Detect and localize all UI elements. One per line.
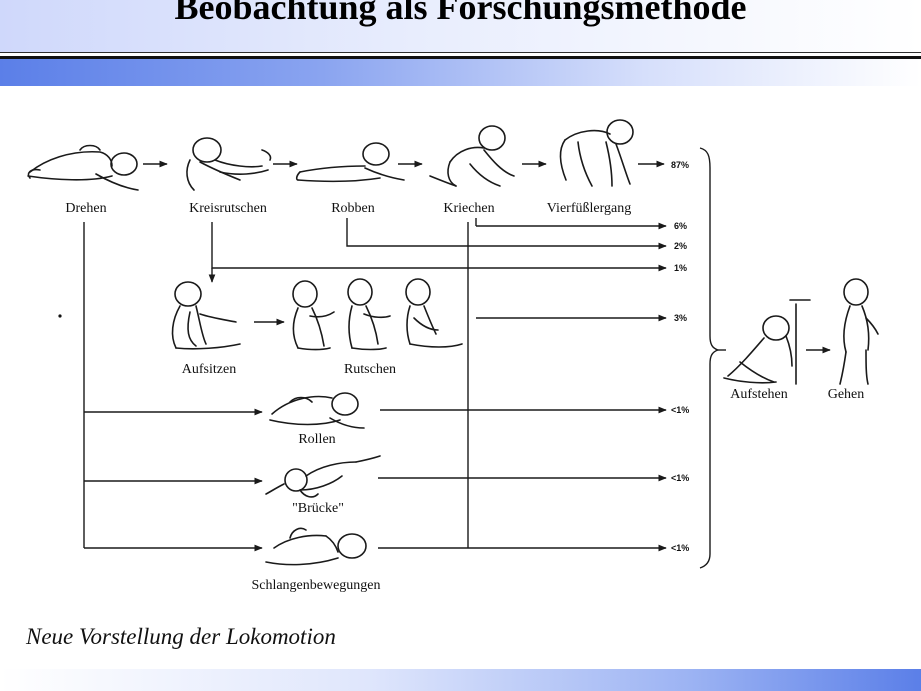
slide-caption: Neue Vorstellung der Lokomotion: [26, 624, 336, 649]
label-robben: Robben: [331, 201, 375, 216]
baby-rollen-illustration: [269, 392, 365, 429]
baby-schlangen-illustration: [265, 527, 367, 566]
title-bar: Beobachtung als Forschungsmethode: [0, 0, 921, 52]
collecting-brace: [699, 147, 721, 569]
label-drehen: Drehen: [65, 201, 106, 216]
label-kreisrutschen: Kreisrutschen: [189, 201, 267, 216]
title-rule-thin: [0, 52, 921, 53]
label-bruecke: "Brücke": [292, 501, 344, 516]
baby-aufstehen-illustration: [723, 299, 811, 385]
pct-rutschen: 3%: [674, 313, 687, 323]
baby-kreisrutschen-illustration: [186, 137, 272, 191]
label-gehen: Gehen: [828, 387, 865, 402]
baby-vierfuesslergang-illustration: [559, 119, 634, 187]
pct-rollen: <1%: [671, 405, 689, 415]
pct-kreisrutschen: 1%: [674, 263, 687, 273]
baby-drehen-illustration: [27, 144, 139, 191]
baby-robben-illustration: [295, 142, 405, 183]
baby-aufsitzen-illustration: [171, 281, 241, 350]
label-rollen: Rollen: [298, 432, 335, 447]
label-vierfuesslergang: Vierfüßlergang: [547, 201, 631, 216]
label-aufsitzen: Aufsitzen: [182, 362, 236, 377]
title-rule-thick: [0, 56, 921, 59]
baby-gehen-illustration: [839, 278, 879, 385]
baby-rutschen-illustration: [292, 278, 463, 351]
label-kriechen: Kriechen: [443, 201, 494, 216]
pct-kriechen: 6%: [674, 221, 687, 231]
label-aufstehen: Aufstehen: [730, 387, 788, 402]
label-rutschen: Rutschen: [344, 362, 396, 377]
pct-bruecke: <1%: [671, 473, 689, 483]
pct-schlangen: <1%: [671, 543, 689, 553]
stray-dot: [58, 314, 62, 318]
header-gradient-band: [0, 59, 921, 86]
pct-robben: 2%: [674, 241, 687, 251]
slide-title: Beobachtung als Forschungsmethode: [174, 0, 747, 27]
footer-gradient-band: [0, 669, 921, 691]
arrow-kreisrutschen-1: [211, 222, 667, 272]
baby-bruecke-illustration: [265, 455, 381, 498]
baby-kriechen-illustration: [429, 125, 515, 187]
pct-vierfuesslergang: 87%: [671, 160, 689, 170]
arrow-robben-2: [346, 218, 667, 250]
label-schlangenbewegungen: Schlangenbewegungen: [251, 578, 380, 593]
